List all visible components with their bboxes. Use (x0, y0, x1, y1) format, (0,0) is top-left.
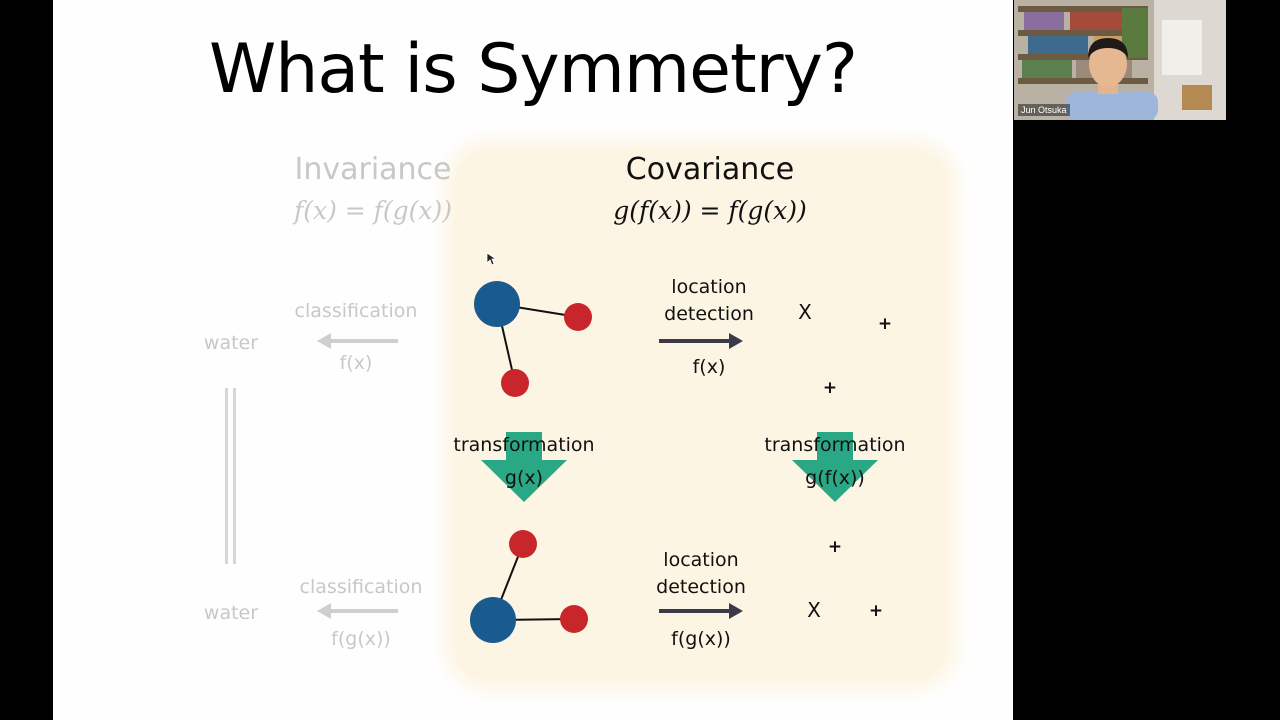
invariance-top-task: classification (294, 300, 418, 322)
water-molecule-bottom (470, 530, 588, 643)
invariance-top-func: f(x) (339, 352, 373, 374)
oxygen-atom (470, 597, 516, 643)
invariance-top-arrow (317, 333, 398, 349)
covariance-panel (455, 150, 947, 680)
transform-arrow-left (481, 432, 567, 502)
covariance-bottom-arrow (659, 603, 743, 619)
transform-arrow-right (792, 432, 878, 502)
covariance-bottom-func: f(g(x)) (671, 628, 731, 650)
covariance-top-arrow (659, 333, 743, 349)
water-molecule-top (474, 281, 592, 397)
invariance-formula: f(x) = f(g(x)) (293, 196, 453, 225)
oxygen-atom (474, 281, 520, 327)
covariance-heading: Covariance (625, 152, 795, 187)
invariance-bottom-arrow (317, 603, 398, 619)
hydrogen-atom (560, 605, 588, 633)
participant-name: Jun Otsuka (1018, 104, 1070, 116)
equality-bar-left (225, 388, 228, 564)
covariance-top-task-line2: detection (664, 303, 754, 325)
invariance-bottom-output: water (203, 602, 259, 624)
transform-left-func: g(x) (504, 467, 544, 489)
hydrogen-atom (564, 303, 592, 331)
transform-left-label: transformation (453, 434, 595, 456)
webcam-thumbnail[interactable]: Jun Otsuka (1014, 0, 1226, 120)
covariance-top-task-line1: location (671, 276, 747, 298)
invariance-bottom-func: f(g(x)) (331, 628, 391, 650)
invariance-bottom-task: classification (299, 576, 423, 598)
marker-plus-bottom-2: + (868, 601, 884, 621)
transform-right-label: transformation (764, 434, 906, 456)
marker-plus-top-2: + (822, 378, 838, 398)
covariance-bottom-task-line2: detection (656, 576, 746, 598)
slide-title: What is Symmetry? (209, 30, 858, 109)
covariance-top-func: f(x) (692, 356, 726, 378)
marker-x-top: X (798, 300, 812, 324)
covariance-formula: g(f(x)) = f(g(x)) (613, 196, 807, 225)
marker-plus-top-1: + (877, 314, 893, 334)
mouse-cursor-icon (486, 252, 496, 266)
marker-x-bottom: X (807, 598, 821, 622)
webcam-video-icon (1014, 0, 1226, 120)
invariance-top-output: water (203, 332, 259, 354)
hydrogen-atom (501, 369, 529, 397)
invariance-heading: Invariance (294, 152, 452, 187)
equality-bar-right (233, 388, 236, 564)
transform-right-func: g(f(x)) (805, 467, 865, 489)
presentation-slide: What is Symmetry? Invariance f(x) = f(g(… (53, 0, 1013, 720)
hydrogen-atom (509, 530, 537, 558)
covariance-bottom-task-line1: location (663, 549, 739, 571)
marker-plus-bottom-1: + (827, 537, 843, 557)
